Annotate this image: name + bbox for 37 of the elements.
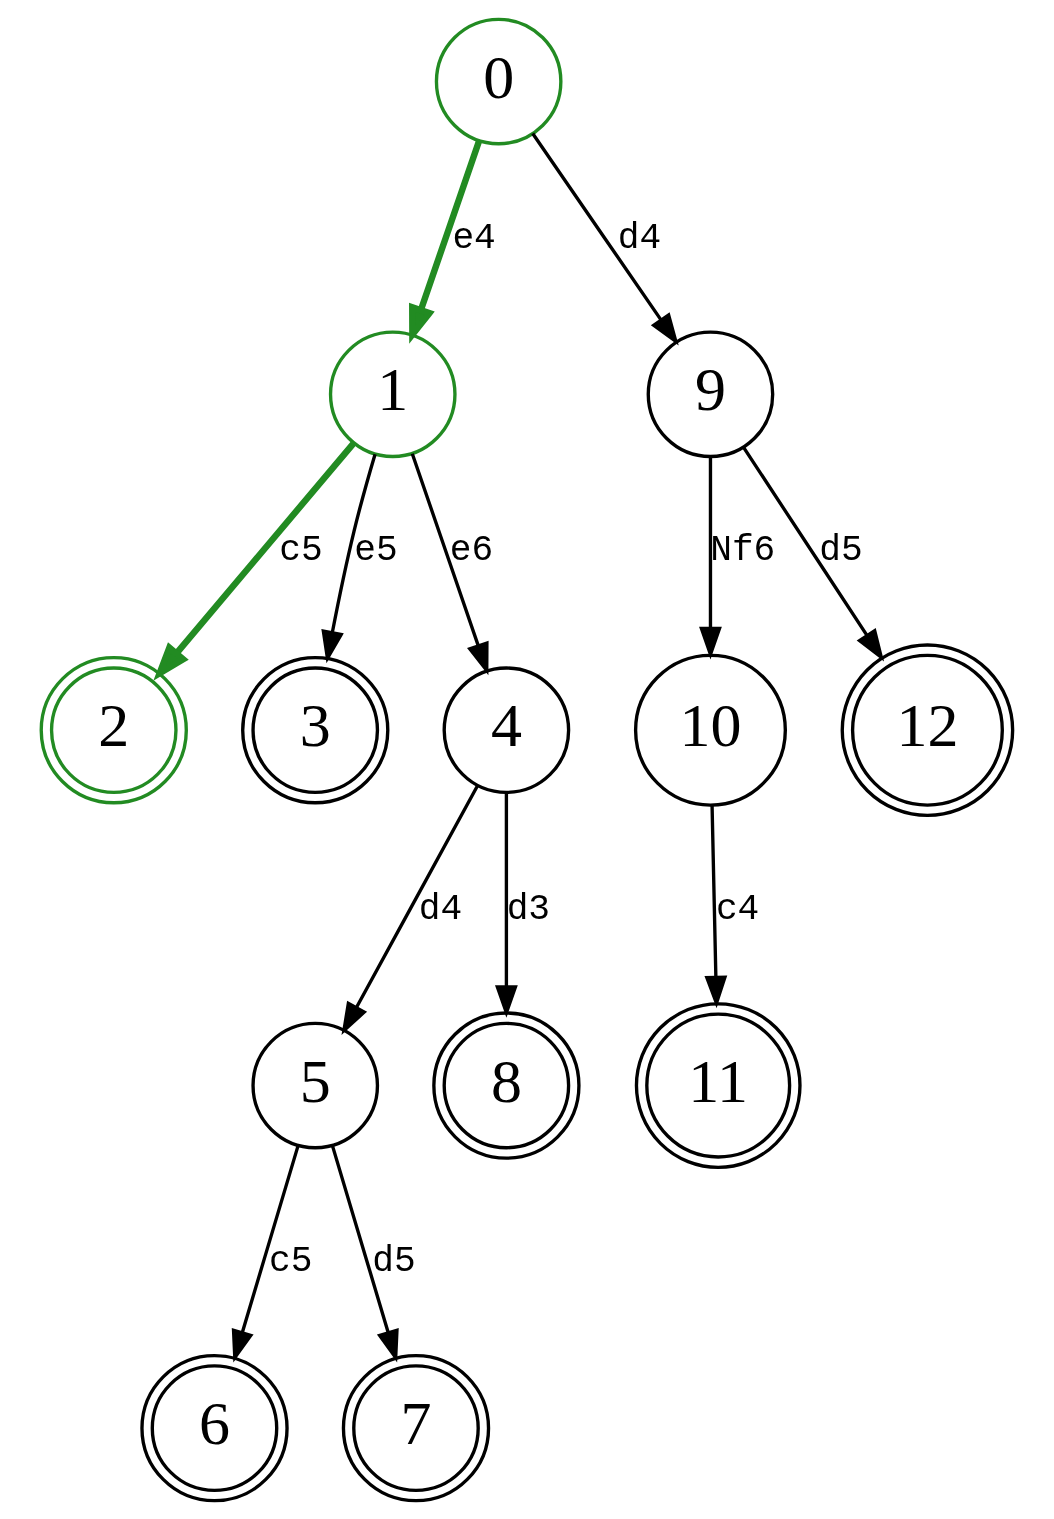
arrow [330, 1144, 399, 1362]
edge-label: c5 [279, 529, 323, 571]
arrow [153, 440, 357, 681]
edge-label: e6 [449, 529, 494, 571]
node-circle: 5 [251, 1021, 380, 1149]
edge-label: e4 [452, 216, 496, 258]
arrow [409, 139, 483, 344]
edge-label: d3 [506, 888, 551, 930]
arrow [321, 453, 377, 663]
arrow [231, 1144, 300, 1362]
node-circle: 1 [328, 329, 457, 458]
edge-label: d4 [418, 888, 463, 930]
arrow [410, 452, 489, 675]
arrow [699, 456, 722, 659]
node-circle: 9 [646, 329, 775, 458]
node-circle: 6 [140, 1353, 289, 1502]
node-circle: 11 [634, 1001, 802, 1169]
arrow [742, 445, 885, 661]
edge-label: Nf6 [710, 529, 776, 571]
edge-label: d5 [819, 529, 863, 571]
node-circle: 3 [241, 655, 390, 804]
node-circle: 4 [442, 665, 571, 794]
arrow [531, 132, 679, 346]
arrow [495, 792, 518, 1018]
edge-label: d5 [372, 1240, 416, 1282]
node-circle: 8 [432, 1010, 581, 1160]
node-circle: 12 [840, 642, 1015, 817]
arrow [704, 804, 728, 1008]
node-circle: 10 [633, 653, 787, 807]
node-circle: 2 [39, 655, 188, 804]
edge-label: c5 [269, 1240, 313, 1282]
edge-label: d4 [617, 216, 662, 258]
edge-label: e5 [354, 529, 398, 571]
node-circle: 7 [341, 1353, 491, 1502]
edge-label: c4 [715, 888, 760, 930]
arrow [341, 784, 479, 1035]
node-circle: 0 [434, 17, 563, 145]
